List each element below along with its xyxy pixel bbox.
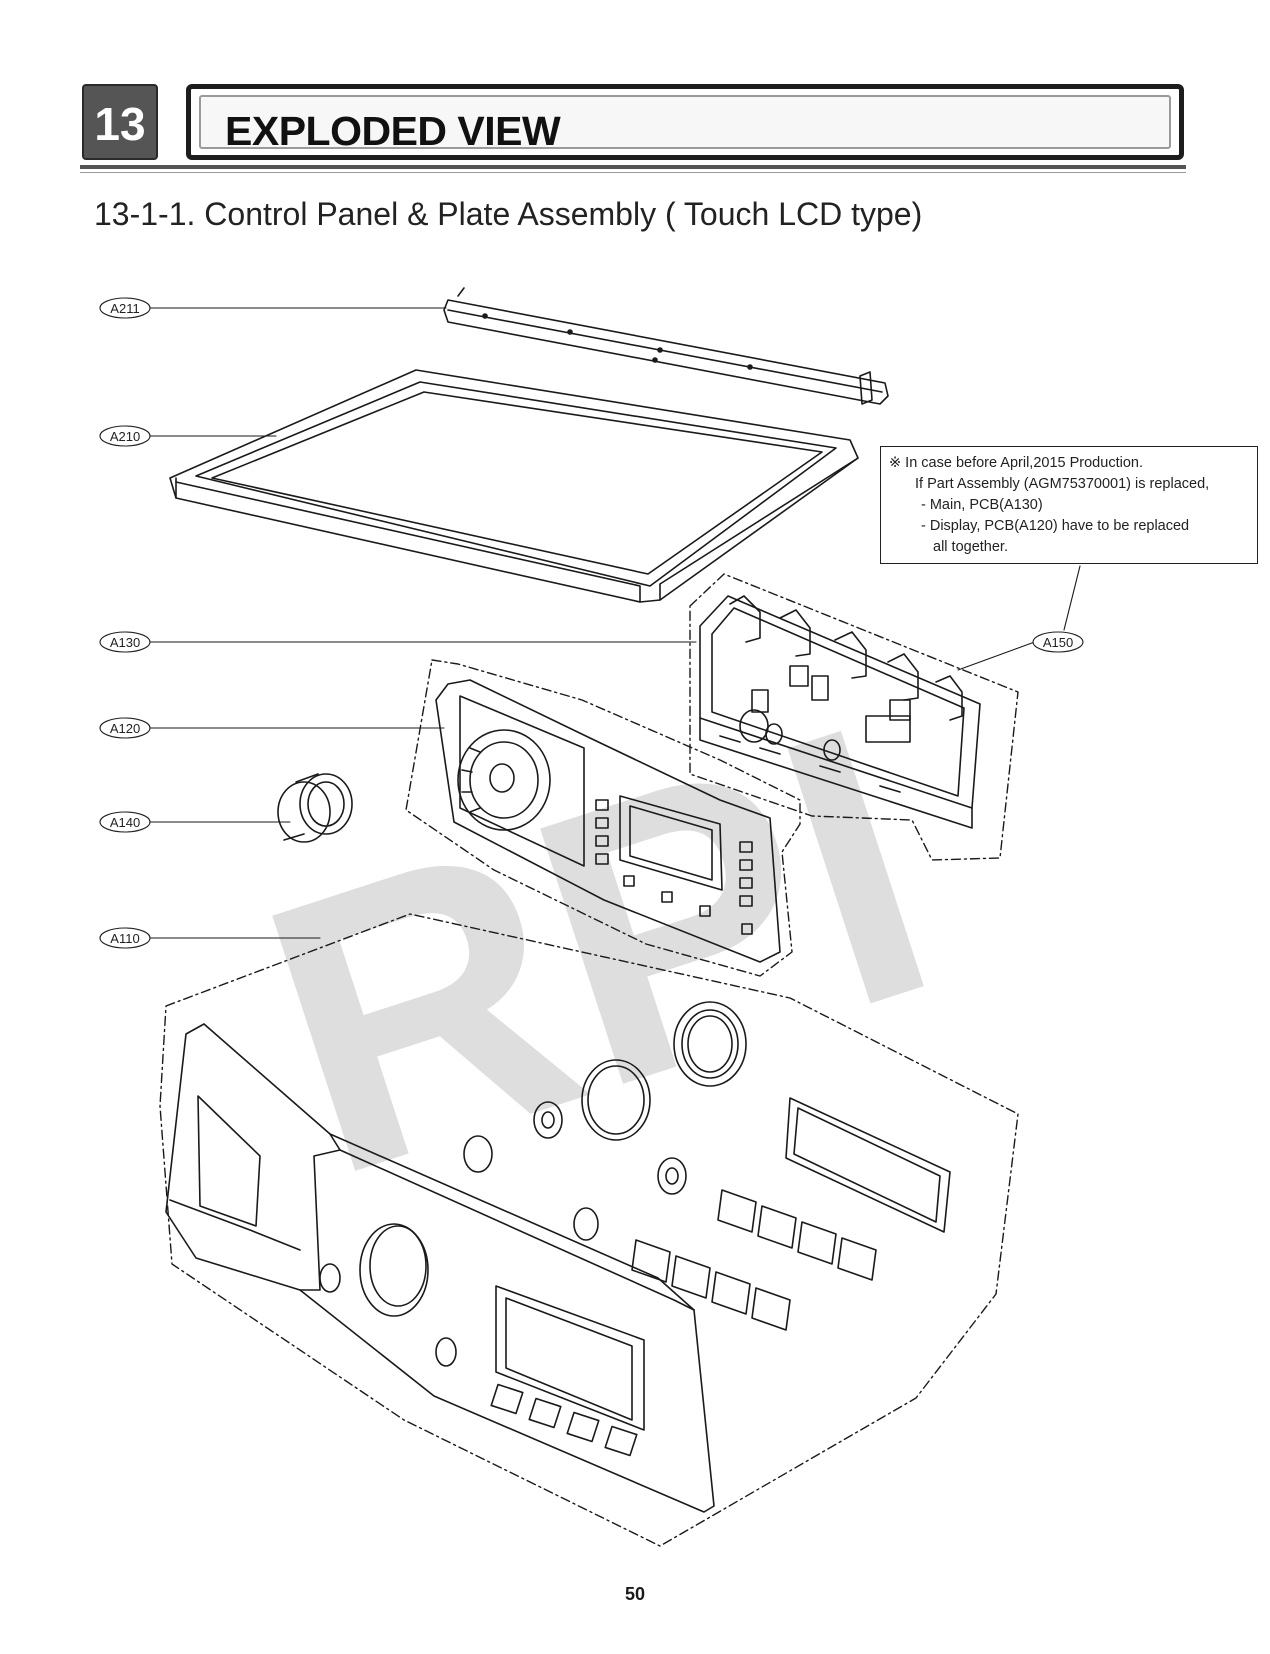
control-panel-group	[159, 913, 1019, 1547]
header-rule-thin	[80, 172, 1186, 173]
callout-a110: A110	[99, 927, 151, 949]
watermark-text: RPI	[221, 642, 974, 1258]
section-title: 13-1-1. Control Panel & Plate Assembly (…	[94, 196, 923, 232]
note-line: If Part Assembly (AGM75370001) is replac…	[915, 476, 1210, 492]
callout-a150: A150	[1032, 631, 1084, 653]
main-pcb-group	[689, 573, 1019, 861]
svg-text:A110: A110	[110, 931, 139, 946]
svg-text:A211: A211	[110, 301, 139, 316]
svg-text:A140: A140	[110, 815, 140, 830]
callout-a211: A211	[99, 297, 151, 319]
knob-part	[277, 773, 353, 843]
callout-a210: A210	[99, 425, 151, 447]
callout-a130: A130	[99, 631, 151, 653]
svg-text:A120: A120	[110, 721, 140, 736]
header-rule	[80, 165, 1186, 169]
chapter-title-box: EXPLODED VIEW	[186, 84, 1184, 160]
svg-text:A150: A150	[1043, 635, 1073, 650]
top-rail-part	[443, 287, 889, 405]
callout-a140: A140	[99, 811, 151, 833]
display-pcb-group	[405, 659, 801, 977]
svg-text:A210: A210	[110, 429, 140, 444]
leader-lines	[149, 307, 1081, 939]
svg-text:A130: A130	[110, 635, 140, 650]
top-plate-part	[169, 369, 859, 603]
note-line: ※ In case before April,2015 Production.	[889, 455, 1143, 471]
replacement-note: ※ In case before April,2015 Production. …	[880, 446, 1258, 564]
chapter-number-badge: 13	[82, 84, 158, 160]
page-number: 50	[624, 1584, 646, 1604]
callout-a120: A120	[99, 717, 151, 739]
note-line: - Display, PCB(A120) have to be replaced	[921, 518, 1190, 534]
note-line: all together.	[933, 539, 1008, 555]
chapter-title-inner: EXPLODED VIEW	[199, 95, 1171, 154]
note-line: - Main, PCB(A130)	[921, 497, 1043, 513]
chapter-title: EXPLODED VIEW	[225, 108, 561, 154]
